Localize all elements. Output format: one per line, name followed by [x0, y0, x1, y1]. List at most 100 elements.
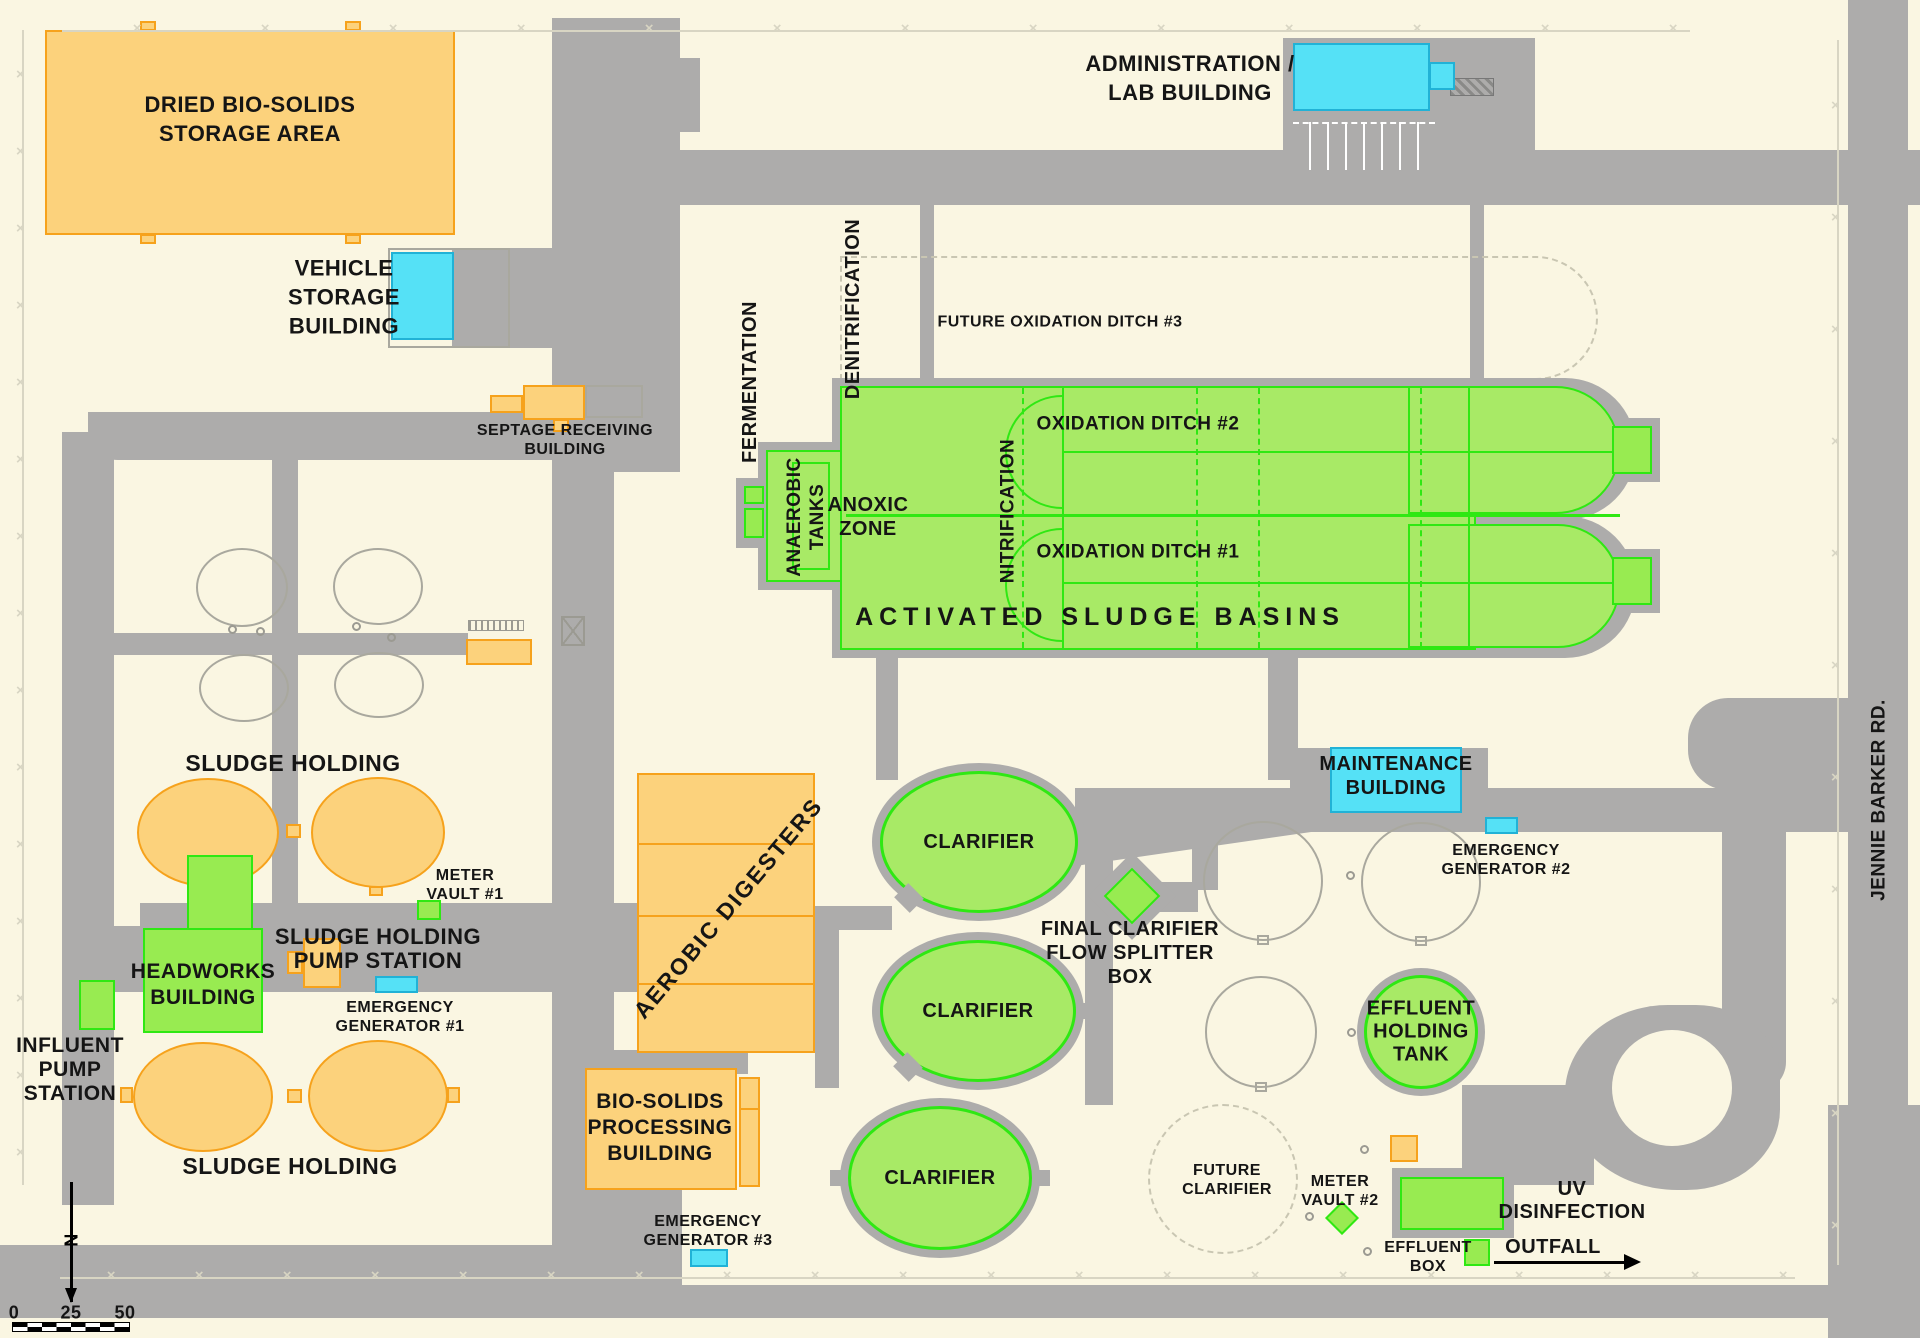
fence-x-mark: × — [132, 20, 142, 37]
clarifier-1-label: CLARIFIER — [923, 831, 1035, 853]
fence-x-mark: × — [1831, 769, 1840, 787]
dried-biosolids-nub — [140, 234, 156, 244]
fence-x-mark: × — [16, 451, 25, 469]
clarifier-3-tab-west — [830, 1170, 844, 1186]
label-line: EMERGENCY — [346, 999, 454, 1016]
label-line: UV — [1557, 1178, 1587, 1200]
fence-x-mark: × — [516, 20, 526, 37]
road-left-vertical-bump — [680, 58, 700, 132]
fence-x-mark: × — [1831, 1217, 1840, 1235]
nitrification-label: NITRIFICATION — [997, 438, 1019, 584]
fence-line — [1837, 40, 1839, 1265]
marker-circle — [1360, 1145, 1369, 1154]
meter-vault-1-label: METER VAULT #1 — [426, 866, 503, 904]
fence-x-mark: × — [1250, 1267, 1260, 1284]
headworks-building-shape — [143, 928, 263, 1033]
sludge-holding-north-label: SLUDGE HOLDING — [185, 750, 401, 776]
headworks-building-arm — [187, 855, 253, 930]
fence-x-mark: × — [16, 143, 25, 161]
fence-x-mark: × — [1831, 993, 1840, 1011]
dried-biosolids-nub — [345, 234, 361, 244]
fence-x-mark: × — [546, 1267, 556, 1284]
road-stub-basin-sw — [876, 650, 898, 780]
meter-vault-2-label: METER VAULT #2 — [1301, 1172, 1378, 1210]
scale-bar-row — [13, 1327, 129, 1331]
emergency-generator-1-unit — [375, 976, 418, 993]
fence-x-mark: × — [1412, 20, 1422, 37]
scale-tick-50: 50 — [114, 1302, 136, 1323]
label-line: PROCESSING — [587, 1116, 733, 1139]
flow-splitter-label: FINAL CLARIFIER FLOW SPLITTER BOX — [1041, 917, 1219, 989]
vehicle-storage-pad-outline — [388, 248, 510, 348]
equipment-x-box — [561, 616, 585, 646]
biosolids-processing-annex — [739, 1077, 760, 1187]
fence-x-mark: × — [16, 682, 25, 700]
marker-circle — [1347, 1028, 1356, 1037]
fence-x-mark: × — [1602, 1267, 1612, 1284]
scale-bar — [12, 1322, 130, 1332]
road-stub-basin-ne — [1470, 186, 1484, 386]
future-circle-nub — [1415, 936, 1427, 946]
influent-pump-station-label: INFLUENT PUMP STATION — [16, 1034, 124, 1106]
sludge-holding-south-label: SLUDGE HOLDING — [182, 1153, 398, 1179]
scale-tick-25: 25 — [60, 1302, 82, 1323]
septage-ghost-outline — [585, 385, 643, 418]
label-line: LAB BUILDING — [1108, 80, 1272, 105]
label-line: VAULT #2 — [1301, 1192, 1379, 1209]
fence-x-mark: × — [1540, 20, 1550, 37]
outfall-arrow-head — [1624, 1254, 1641, 1270]
fence-x-mark: × — [1338, 1267, 1348, 1284]
fence-x-mark: × — [634, 1267, 644, 1284]
future-tank-outline — [334, 652, 424, 718]
emergency-generator-2-unit — [1485, 817, 1518, 834]
septage-receiving-building — [523, 385, 585, 420]
marker-circle — [387, 633, 396, 642]
sludge-tank-nub — [120, 1087, 133, 1103]
fence-x-mark: × — [1668, 20, 1678, 37]
label-line: ANAEROBIC — [784, 457, 805, 577]
effluent-holding-tank-label: EFFLUENT HOLDING TANK — [1367, 998, 1475, 1067]
future-clarifier-outline-ne — [1203, 821, 1323, 941]
fence-x-mark: × — [1831, 657, 1840, 675]
basin-divider-line — [846, 514, 1620, 517]
fence-x-mark: × — [1074, 1267, 1084, 1284]
scale-bar-row — [13, 1323, 129, 1327]
clarifier-3 — [848, 1106, 1032, 1250]
basin-dashed-wall — [1258, 388, 1260, 648]
marker-circle — [228, 625, 237, 634]
maintenance-building-shape — [1330, 747, 1462, 813]
fence-line — [60, 1277, 1795, 1279]
scale-tick-0: 0 — [8, 1302, 20, 1323]
clarifier-2-tab — [1078, 1003, 1090, 1019]
label-line: TANKS — [807, 483, 828, 551]
label-line: BUILDING — [607, 1142, 713, 1165]
north-arrow-head — [65, 1288, 77, 1303]
anoxic-zone-label: ANOXIC ZONE — [828, 493, 909, 541]
label-line: STORAGE AREA — [158, 121, 342, 146]
future-clarifier-outline-s — [1205, 976, 1317, 1088]
fence-x-mark: × — [1426, 1267, 1436, 1284]
sludge-holding-pump-station-building — [303, 938, 341, 988]
north-arrow-letter: N — [61, 1233, 82, 1247]
marker-circle — [1305, 1212, 1314, 1221]
fence-x-mark: × — [986, 1267, 996, 1284]
label-line: INFLUENT — [16, 1034, 124, 1057]
road-septage — [88, 412, 645, 460]
label-line: EFFLUENT — [1384, 1239, 1472, 1256]
basin-dashed-wall — [1022, 388, 1024, 648]
basin-vertical-wall — [1062, 388, 1064, 648]
administration-lab-building — [1293, 43, 1430, 111]
fence-x-mark: × — [16, 759, 25, 777]
label-line: FUTURE — [1193, 1162, 1261, 1179]
ditch2-center-line — [1062, 451, 1614, 453]
path-cross-horizontal — [112, 633, 468, 655]
fence-x-mark: × — [370, 1267, 380, 1284]
clarifier-3-label: CLARIFIER — [884, 1167, 996, 1189]
label-line: SEPTAGE RECEIVING — [476, 422, 654, 439]
fence-x-mark: × — [1284, 20, 1294, 37]
biosolids-processing-label: BIO-SOLIDS PROCESSING BUILDING — [587, 1089, 732, 1167]
influent-pump-station-shape — [79, 980, 115, 1030]
oxidation-ditch1-label: OXIDATION DITCH #1 — [1036, 541, 1240, 563]
road-bottom-left-thick — [0, 1245, 556, 1287]
label-line: GENERATOR #1 — [335, 1018, 465, 1035]
